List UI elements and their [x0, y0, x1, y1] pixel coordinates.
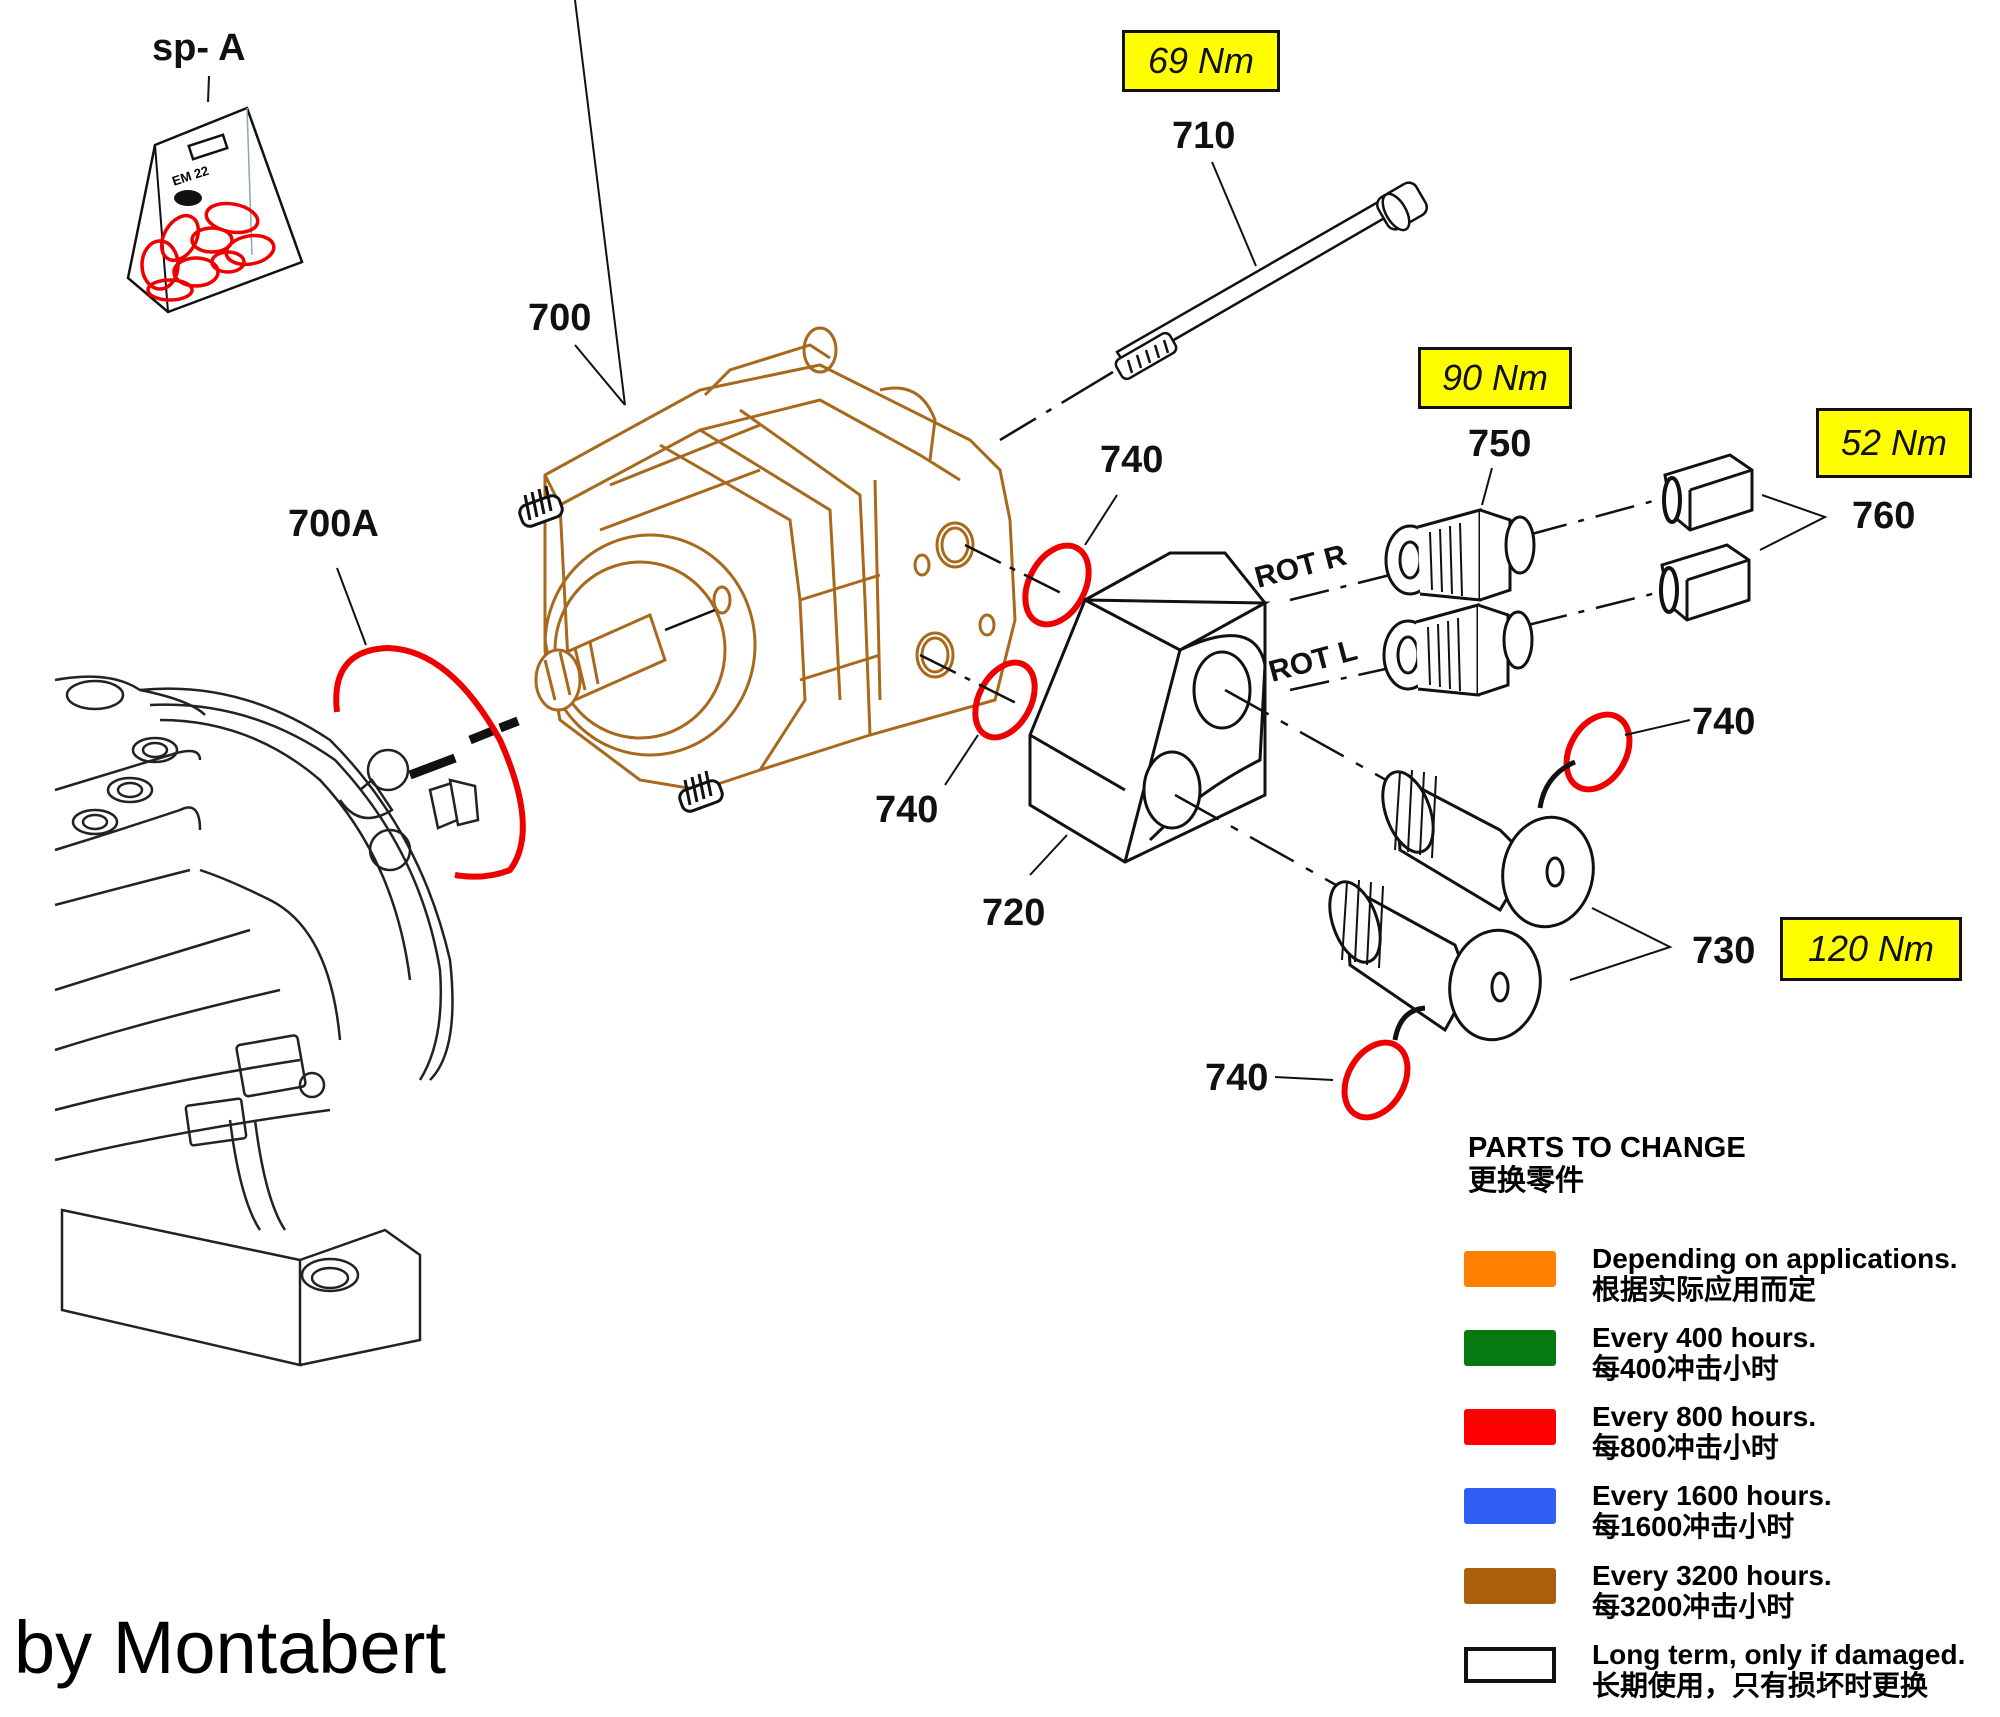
- legend-item-en: Every 3200 hours.: [1592, 1560, 1832, 1591]
- label-710: 710: [1172, 115, 1235, 157]
- legend-item-applications: Depending on applications. 根据实际应用而定: [1464, 1243, 2000, 1313]
- legend-item-en: Every 400 hours.: [1592, 1322, 1817, 1353]
- label-740-lower: 740: [875, 789, 938, 831]
- install-arrows: [1392, 759, 1577, 1041]
- legend-item-400h: Every 400 hours. 每400冲击小时: [1464, 1322, 2000, 1392]
- legend-swatch-green: [1464, 1330, 1556, 1366]
- legend-title-zh: 更换零件: [1468, 1165, 1585, 1197]
- rot-axis-lines: [1289, 495, 1669, 692]
- label-750: 750: [1468, 423, 1531, 465]
- label-700a: 700A: [288, 503, 379, 545]
- label-740-bottom: 740: [1205, 1057, 1268, 1099]
- breaker-housing: [54, 675, 480, 1367]
- o-ring-740-leaders: [1274, 719, 1691, 1081]
- spare-kit-bag: sp- A EM 22: [126, 27, 304, 314]
- legend-swatch-red: [1464, 1409, 1556, 1445]
- block-720-callout: 720: [982, 688, 1396, 934]
- label-720: 720: [982, 892, 1045, 934]
- pump-leader: 700: [528, 0, 716, 632]
- label-760: 760: [1852, 495, 1915, 537]
- legend-item-zh: 根据实际应用而定: [1592, 1274, 1817, 1305]
- legend-item-en: Every 1600 hours.: [1592, 1480, 1832, 1511]
- o-rings-740-pump-side: [972, 542, 1092, 741]
- o-ring-leaders: [919, 494, 1118, 786]
- drive-axis-dashes: [408, 716, 520, 780]
- kit-o-rings: [140, 201, 276, 302]
- label-rot-r: ROT R: [1251, 539, 1350, 595]
- legend-item-800h: Every 800 hours. 每800冲击小时: [1464, 1401, 2000, 1471]
- legend-item-zh: 每3200冲击小时: [1592, 1591, 1795, 1622]
- label-730: 730: [1692, 930, 1755, 972]
- legend-item-1600h: Every 1600 hours. 每1600冲击小时: [1464, 1480, 2000, 1550]
- legend-item-long-term: Long term, only if damaged. 长期使用，只有损坏时更换: [1464, 1639, 2000, 1709]
- kit-label: sp- A: [152, 27, 246, 69]
- label-700: 700: [528, 297, 591, 339]
- legend-item-zh: 每1600冲击小时: [1592, 1511, 1795, 1542]
- banjo-screws-730: [1328, 769, 1595, 1042]
- legend-item-zh: 每400冲击小时: [1592, 1353, 1779, 1384]
- pump-studs: [518, 485, 724, 813]
- o-ring-700a: 700A: [288, 503, 526, 880]
- legend-item-3200h: Every 3200 hours. 每3200冲击小时: [1464, 1560, 2000, 1630]
- legend-swatch-orange: [1464, 1251, 1556, 1287]
- legend-title-en: PARTS TO CHANGE: [1468, 1132, 1746, 1164]
- legend-item-zh: 每800冲击小时: [1592, 1432, 1779, 1463]
- legend-swatch-brown: [1464, 1568, 1556, 1604]
- legend-item-en: Every 800 hours.: [1592, 1401, 1817, 1432]
- label-740-right: 740: [1692, 701, 1755, 743]
- banjo-730-callout: [1569, 907, 1673, 981]
- label-rot-l: ROT L: [1265, 634, 1360, 689]
- fitting-750-callout: 750: [1468, 423, 1531, 506]
- torque-box-730: 120 Nm: [1780, 917, 1962, 981]
- o-rings-740-banjo: [1341, 711, 1633, 1121]
- legend-swatch-blue: [1464, 1488, 1556, 1524]
- legend-title: PARTS TO CHANGE 更换零件: [1468, 1132, 1746, 1198]
- caps-760: [1659, 453, 1754, 622]
- torque-box-750: 90 Nm: [1418, 347, 1572, 409]
- legend-item-en: Long term, only if damaged.: [1592, 1639, 1966, 1670]
- torque-box-710: 69 Nm: [1122, 30, 1280, 92]
- legend-swatch-white: [1464, 1647, 1556, 1683]
- torque-box-760: 52 Nm: [1816, 408, 1972, 478]
- caps-760-callout: [1759, 494, 1828, 551]
- hydraulic-pump-700: [534, 326, 1017, 792]
- legend-item-en: Depending on applications.: [1592, 1243, 1958, 1274]
- credit-text: by Montabert: [14, 1606, 446, 1689]
- screw-710-callout: 710: [1172, 115, 1257, 267]
- cap-screw-710: [999, 181, 1429, 442]
- label-740-upper: 740: [1100, 439, 1163, 481]
- adapter-block-720: [1028, 551, 1271, 864]
- legend-item-zh: 长期使用，只有损坏时更换: [1592, 1670, 1929, 1701]
- fittings-750: [1382, 508, 1536, 697]
